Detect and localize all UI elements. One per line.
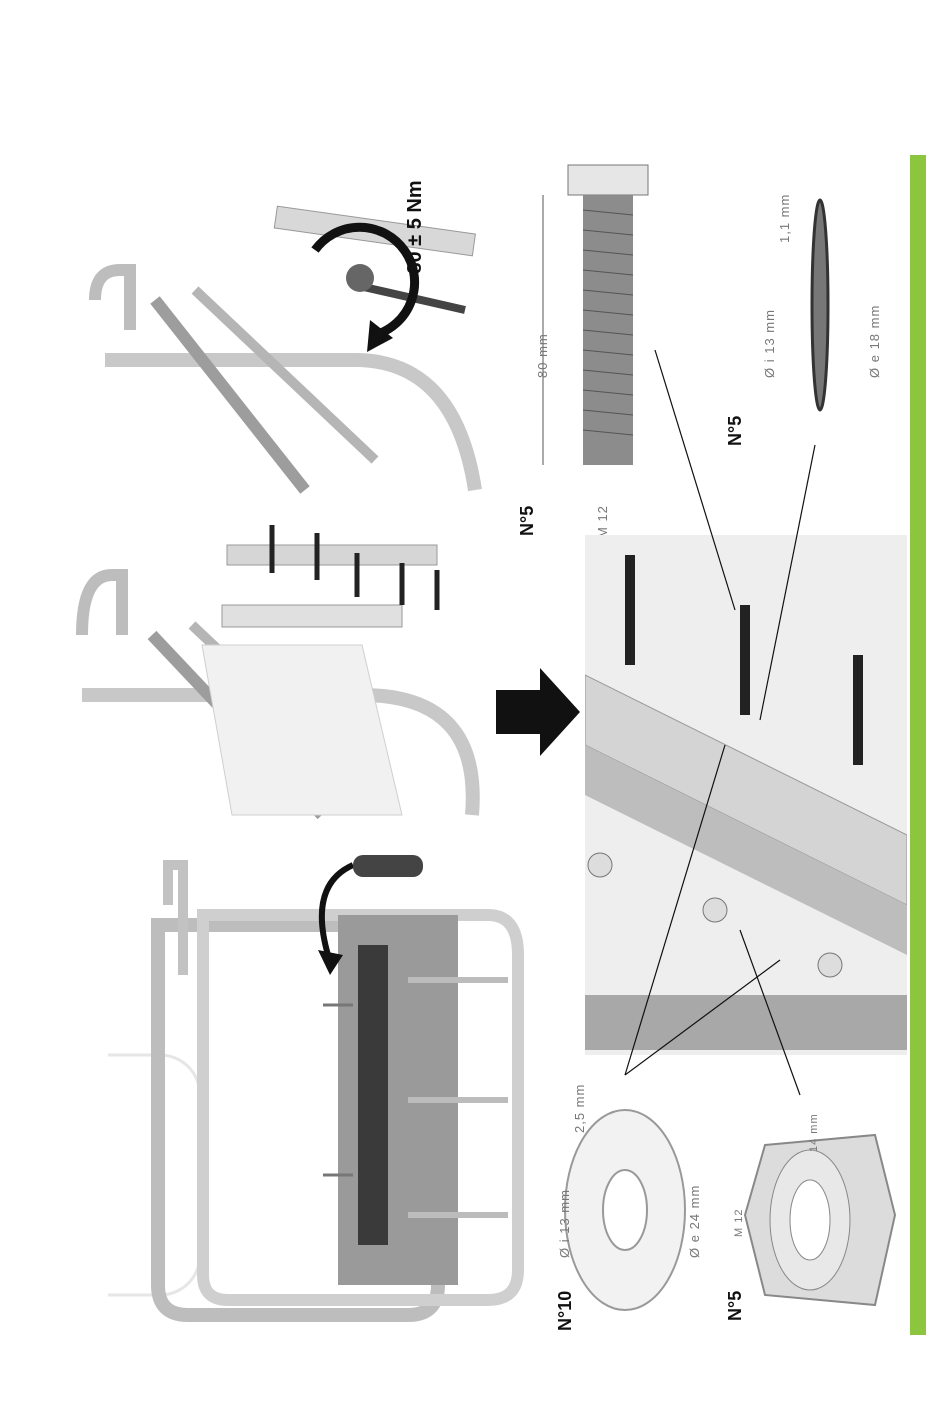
leader-lines bbox=[0, 0, 950, 1402]
